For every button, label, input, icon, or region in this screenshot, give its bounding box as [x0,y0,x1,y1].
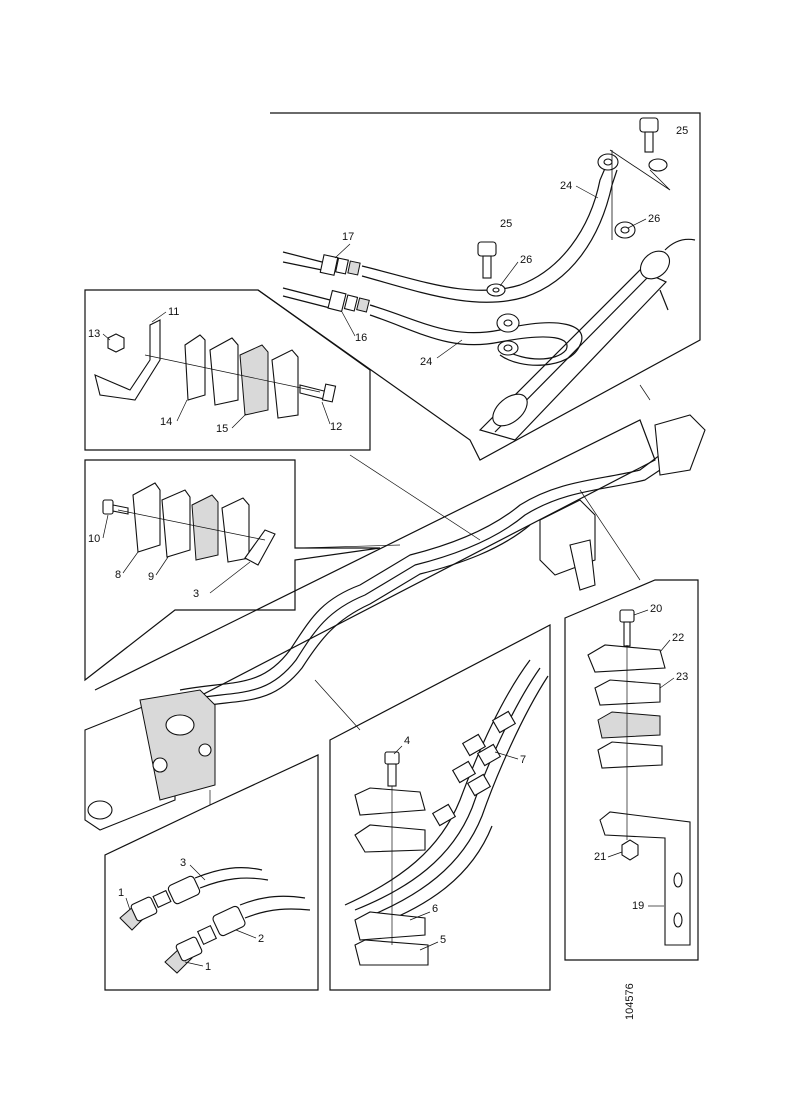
callout-labels: 25 24 25 26 26 17 16 24 11 13 14 15 12 1… [88,125,688,973]
callout-7: 7 [520,754,526,766]
main-pipe-run [84,384,706,831]
callout-24-lower: 24 [420,356,432,368]
callout-19: 19 [632,900,644,912]
callout-9: 9 [148,571,154,583]
callout-5: 5 [440,934,446,946]
hose-assembly-detail [282,117,696,441]
detail-frame-hoses [257,112,701,461]
callout-2: 2 [258,933,264,945]
callout-3: 3 [180,857,186,869]
callout-23: 23 [676,671,688,683]
callout-14: 13 [88,328,100,340]
detail-frame-fittings [104,754,319,991]
detail-frame-clamp-middle [84,459,381,682]
callout-20: 20 [650,603,662,615]
callout-10-label: 3 [193,588,199,600]
callout-21: 21 [594,851,606,863]
callout-25-mid: 25 [500,218,512,230]
callout-25-top: 25 [676,125,688,137]
callout-22: 22 [672,632,684,644]
callout-1-lower: 1 [205,961,211,973]
detail-frame-clamp-lower [329,624,551,991]
detail-frame-clamp-upper [84,289,371,451]
callout-4: 4 [404,735,410,747]
callout-24-upper: 24 [560,180,572,192]
clamp-assembly-middle [102,482,276,566]
callout-15: 14 [160,416,172,428]
callout-13: 12 [330,421,342,433]
callout-12: 11 [168,306,179,318]
clamp-assembly-upper [94,319,337,419]
callout-26-mid: 26 [520,254,532,266]
callout-26-right: 26 [648,213,660,225]
callout-8: 8 [115,569,121,581]
drawing-number: 104576 [624,983,636,1020]
fitting-assembly [119,867,311,974]
callout-18: 17 [342,231,354,243]
clamp-assembly-lower [344,659,549,966]
callout-16: 15 [216,423,228,435]
callout-1-upper: 1 [118,887,124,899]
callout-6: 6 [432,903,438,915]
callout-17: 16 [355,332,367,344]
bracket-assembly [587,609,691,946]
callout-11: 10 [88,533,100,545]
detail-frame-bracket [564,579,699,961]
